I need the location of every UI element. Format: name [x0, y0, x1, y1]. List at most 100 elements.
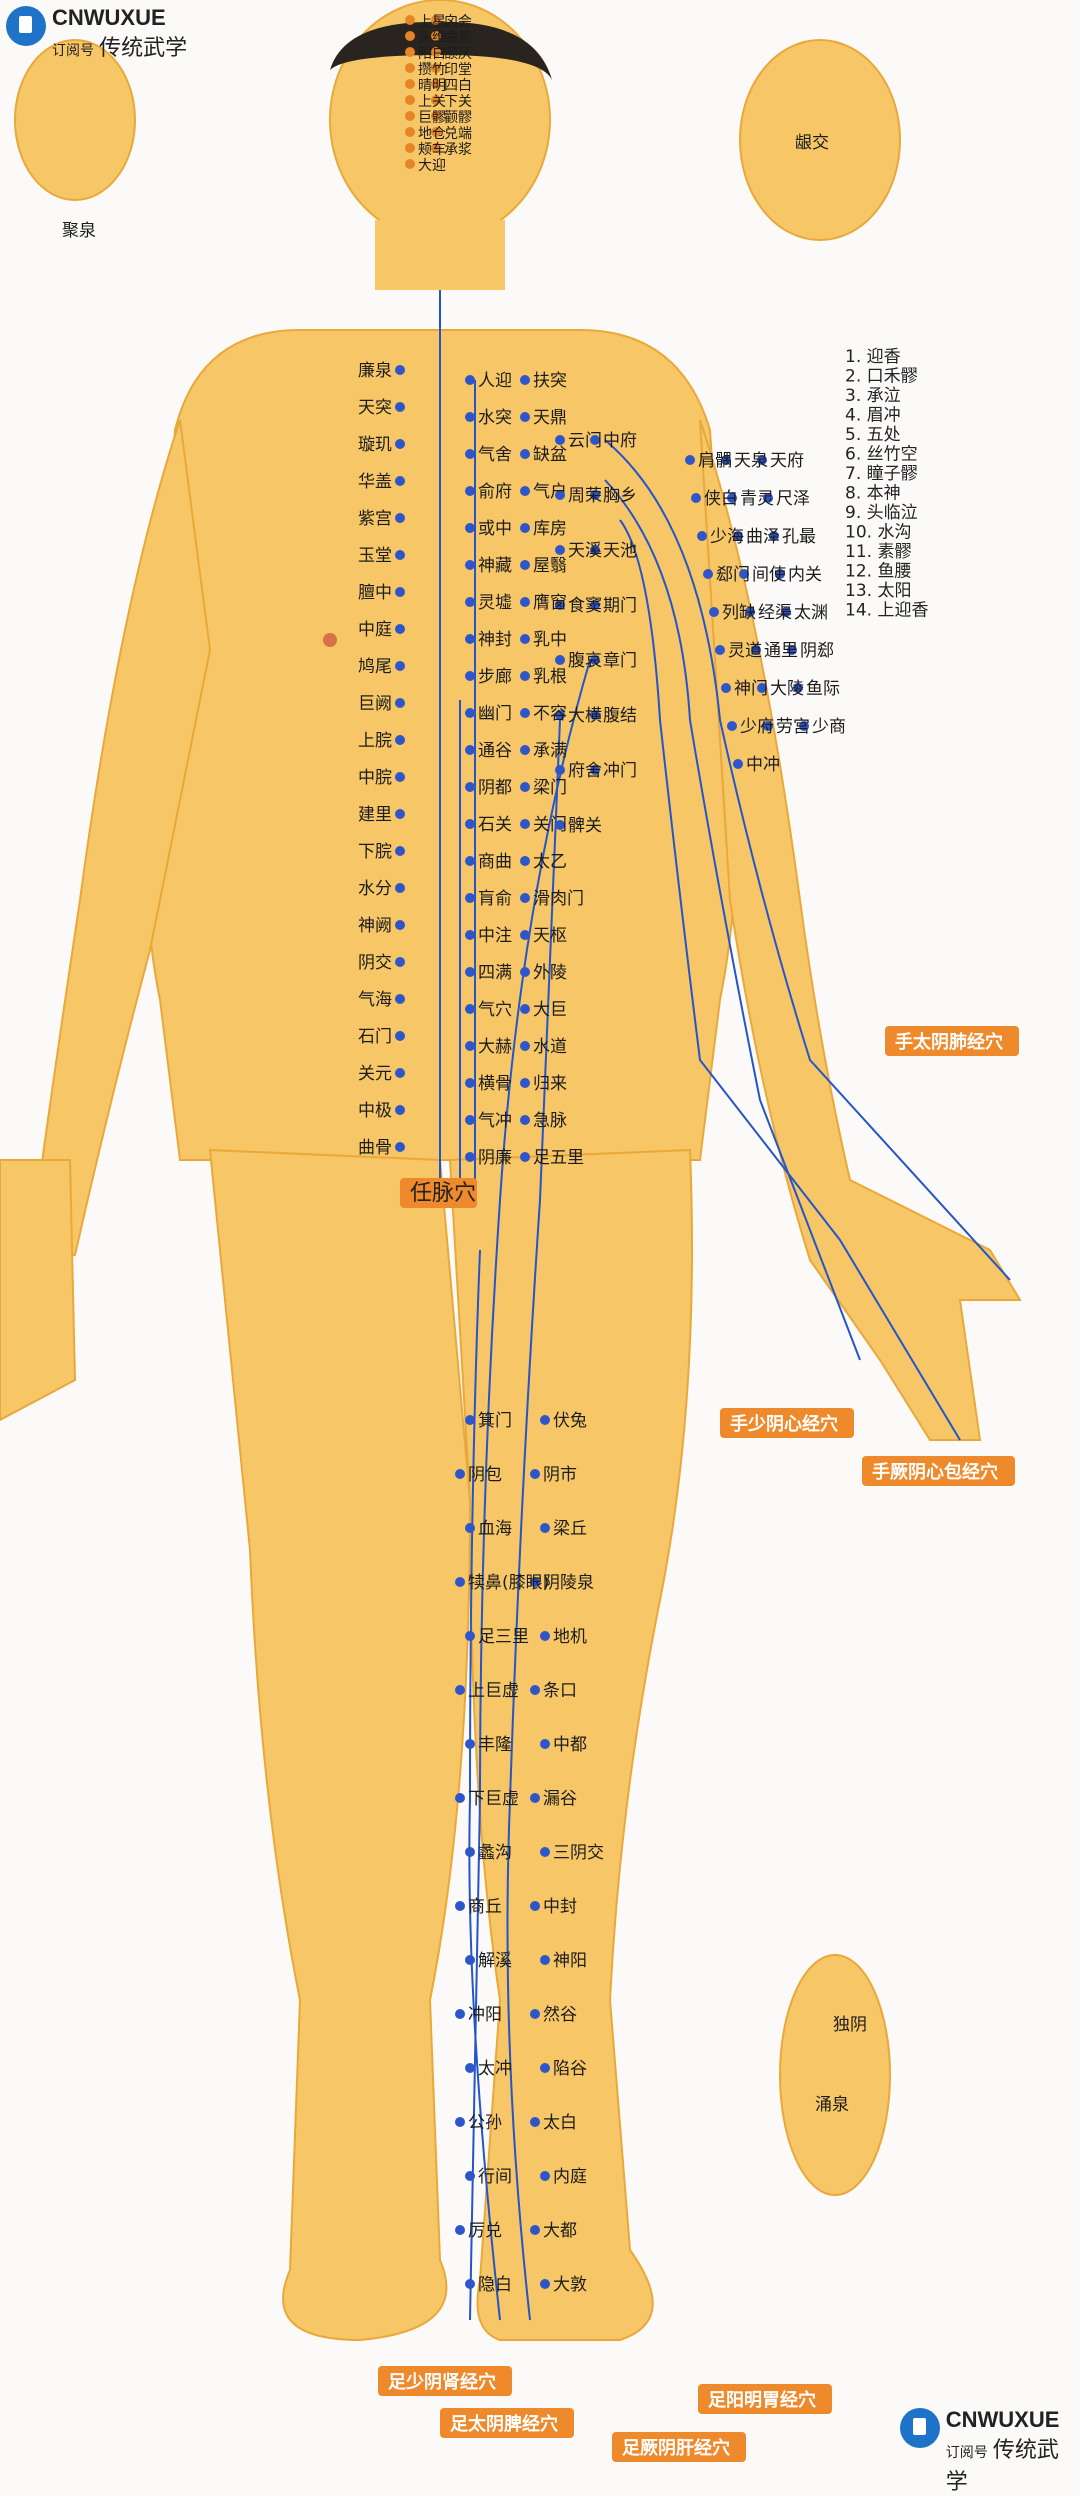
acupoint-marker — [590, 710, 600, 720]
acupoint-marker — [465, 375, 475, 385]
meridian-tag-label: 手少阴心经穴 — [730, 1413, 838, 1435]
acupoint-label: 通里 — [764, 641, 798, 661]
acupoint-label: 少府 — [740, 717, 774, 737]
acupoint-label: 天突 — [358, 398, 392, 418]
legend-item: 5. 五处 — [845, 425, 901, 445]
acupoint-label: 中冲 — [746, 755, 780, 775]
mouth-label: 龈交 — [795, 133, 829, 153]
acupoint-label: 玉堂 — [358, 546, 392, 566]
acupoint-marker — [540, 1631, 550, 1641]
acupoint-marker — [395, 587, 405, 597]
acupoint-label: 神门 — [734, 679, 768, 699]
acupoint-marker — [520, 1078, 530, 1088]
legend-item: 10. 水沟 — [845, 523, 911, 543]
acupoint-label: 中都 — [553, 1735, 587, 1755]
acupoint-marker — [540, 2279, 550, 2289]
acupoint-label: 乳根 — [533, 667, 567, 687]
acupoint-label: 上脘 — [358, 731, 392, 751]
acupoint-marker — [555, 765, 565, 775]
acupoint-marker — [395, 439, 405, 449]
acupoint-marker — [520, 930, 530, 940]
acupoint-label: 曲泽 — [746, 527, 780, 547]
acupoint-marker — [555, 490, 565, 500]
acupoint-marker — [727, 493, 737, 503]
acupoint-marker — [540, 1523, 550, 1533]
meridian-tag-background — [400, 1178, 477, 1208]
acupoint-label: 承浆 — [444, 142, 472, 158]
meridian-tag: 手少阴心经穴 — [720, 1408, 854, 1438]
acupoint-label: 梁丘 — [553, 1519, 587, 1539]
acupoint-marker — [685, 455, 695, 465]
meridian-tag: 手厥阴心包经穴 — [862, 1456, 1015, 1486]
acupoint-marker — [395, 735, 405, 745]
acupoint-label: 天鼎 — [533, 408, 567, 428]
acupoint-label: 灵墟 — [478, 593, 512, 613]
acupoint-label: 印堂 — [444, 62, 472, 78]
acupoint-marker — [530, 2117, 540, 2127]
acupoint-marker — [555, 655, 565, 665]
acupoint-label: 兑端 — [444, 126, 472, 142]
acupoint-label: 建里 — [358, 805, 392, 825]
acupoint-label: 上关 — [418, 94, 446, 110]
acupoint-marker — [465, 1004, 475, 1014]
acupoint-marker — [405, 79, 415, 89]
legend-item: 13. 太阳 — [845, 581, 911, 601]
acupoint-marker — [520, 560, 530, 570]
meridian-tag-label: 手太阴肺经穴 — [895, 1031, 1003, 1053]
acupoint-label: 中府 — [603, 431, 637, 451]
acupoint-marker — [520, 412, 530, 422]
acupoint-marker — [555, 600, 565, 610]
acupoint-label: 阴陵泉 — [543, 1573, 594, 1593]
acupoint-label: 陷谷 — [553, 2059, 587, 2079]
acupoint-label: 大都 — [543, 2221, 577, 2241]
acupoint-label: 地机 — [553, 1627, 587, 1647]
acupoint-marker — [520, 745, 530, 755]
acupoint-label: 公孙 — [468, 2113, 502, 2133]
acupoint-label: 少商 — [812, 717, 846, 737]
acupoint-label: 行间 — [478, 2167, 512, 2187]
acupoint-label: 神封 — [478, 630, 512, 650]
acupoint-label: 颊车 — [418, 141, 446, 158]
acupoint-label: 丰隆 — [478, 1735, 512, 1755]
acupoint-marker — [465, 819, 475, 829]
acupoint-label: 经渠 — [758, 603, 792, 623]
acupoint-marker — [520, 819, 530, 829]
acupoint-marker — [455, 1685, 465, 1695]
acupoint-label: 府舍 — [568, 761, 602, 781]
acupoint-marker — [520, 893, 530, 903]
meridian-tag: 足阳明胃经穴 — [698, 2384, 832, 2414]
acupoint-label: 囟会 — [444, 14, 472, 30]
meridian-tag-label: 手厥阴心包经穴 — [872, 1461, 998, 1483]
watermark-bottom: CNWUXUE 订阅号 传统武学 — [900, 2408, 1080, 2496]
acupoint-label: 中极 — [358, 1101, 392, 1121]
acupoint-marker — [431, 79, 441, 89]
acupoint-marker — [520, 856, 530, 866]
acupoint-label: 关门 — [533, 815, 567, 835]
meridian-tag: 足厥阴肝经穴 — [612, 2432, 746, 2462]
acupoint-label: 紫宫 — [358, 509, 392, 529]
acupoint-label: 不容 — [533, 704, 567, 724]
acupoint-marker — [745, 607, 755, 617]
meridian-tag-background — [378, 2366, 512, 2396]
acupoint-label: 气户 — [533, 482, 567, 502]
acupoint-label: 或中 — [478, 519, 512, 539]
acupoint-marker — [540, 1415, 550, 1425]
legend-item: 11. 素髎 — [845, 542, 911, 562]
acupoint-marker — [520, 1041, 530, 1051]
acupoint-marker — [465, 449, 475, 459]
acupoint-marker — [465, 1078, 475, 1088]
acupoint-label: 内关 — [788, 565, 822, 585]
acupoint-marker — [530, 1469, 540, 1479]
acupoint-marker — [530, 1901, 540, 1911]
acupoint-marker — [763, 721, 773, 731]
acupoint-marker — [431, 111, 441, 121]
acupoint-label: 列缺 — [722, 603, 756, 623]
acupoint-marker — [465, 745, 475, 755]
acupoint-label: 阳白 — [418, 46, 446, 62]
acupoint-label: 库房 — [533, 519, 567, 539]
acupoint-label: 青灵 — [740, 489, 774, 509]
acupoint-label: 鸠尾 — [358, 657, 392, 677]
acupoint-marker — [395, 1068, 405, 1078]
acupoint-marker — [590, 765, 600, 775]
acupoint-label: 膻中 — [358, 582, 392, 603]
